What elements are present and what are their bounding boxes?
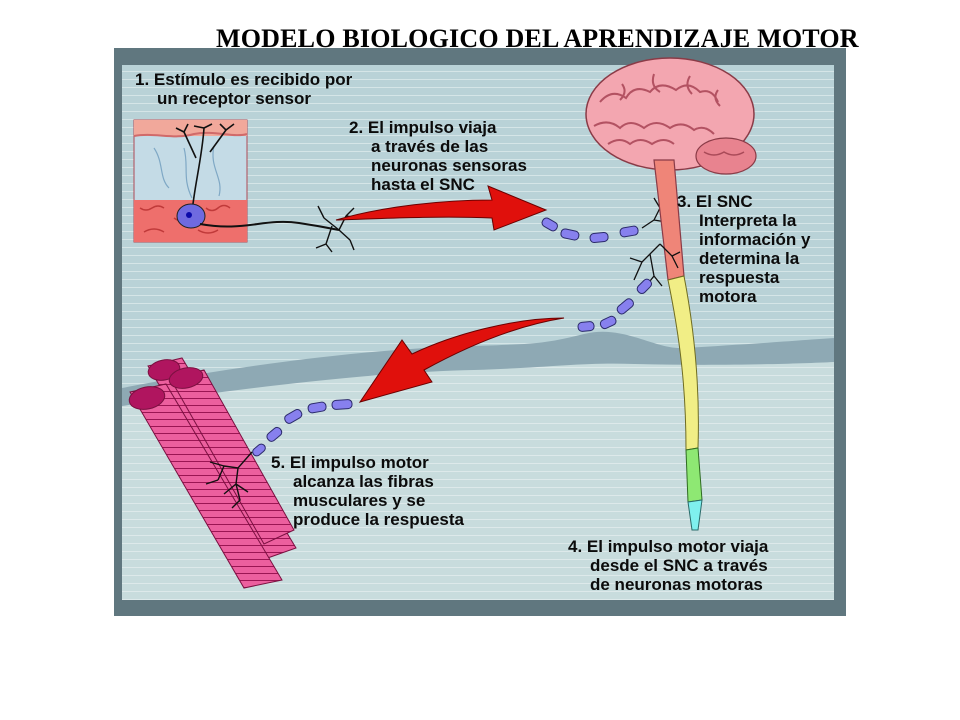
muscle-fibers-icon bbox=[128, 357, 297, 589]
receptor-icon bbox=[133, 119, 361, 253]
ground-shape bbox=[122, 362, 834, 600]
step-5-label: 5. El impulso motor alcanza las fibras m… bbox=[271, 453, 465, 529]
step-4-label: 4. El impulso motor viaja desde el SNC a… bbox=[568, 537, 769, 594]
spinal-cord-icon bbox=[653, 159, 703, 531]
diagram-canvas bbox=[114, 48, 846, 616]
step-3-label: 3. El SNC Interpreta la información y de… bbox=[677, 192, 811, 306]
neuron-chain-icon bbox=[252, 399, 353, 457]
brain-icon bbox=[585, 57, 757, 175]
diagram-panel: 1. Estímulo es recibido por un receptor … bbox=[114, 48, 846, 616]
step-1-label: 1. Estímulo es recibido por un receptor … bbox=[135, 70, 353, 108]
arrow-to-cns bbox=[335, 185, 548, 231]
step-2-label: 2. El impulso viaja a través de las neur… bbox=[349, 118, 527, 194]
arrow-to-muscle bbox=[358, 317, 565, 403]
motor-axon-chain bbox=[577, 278, 653, 332]
sensory-axon-chain bbox=[541, 217, 639, 244]
